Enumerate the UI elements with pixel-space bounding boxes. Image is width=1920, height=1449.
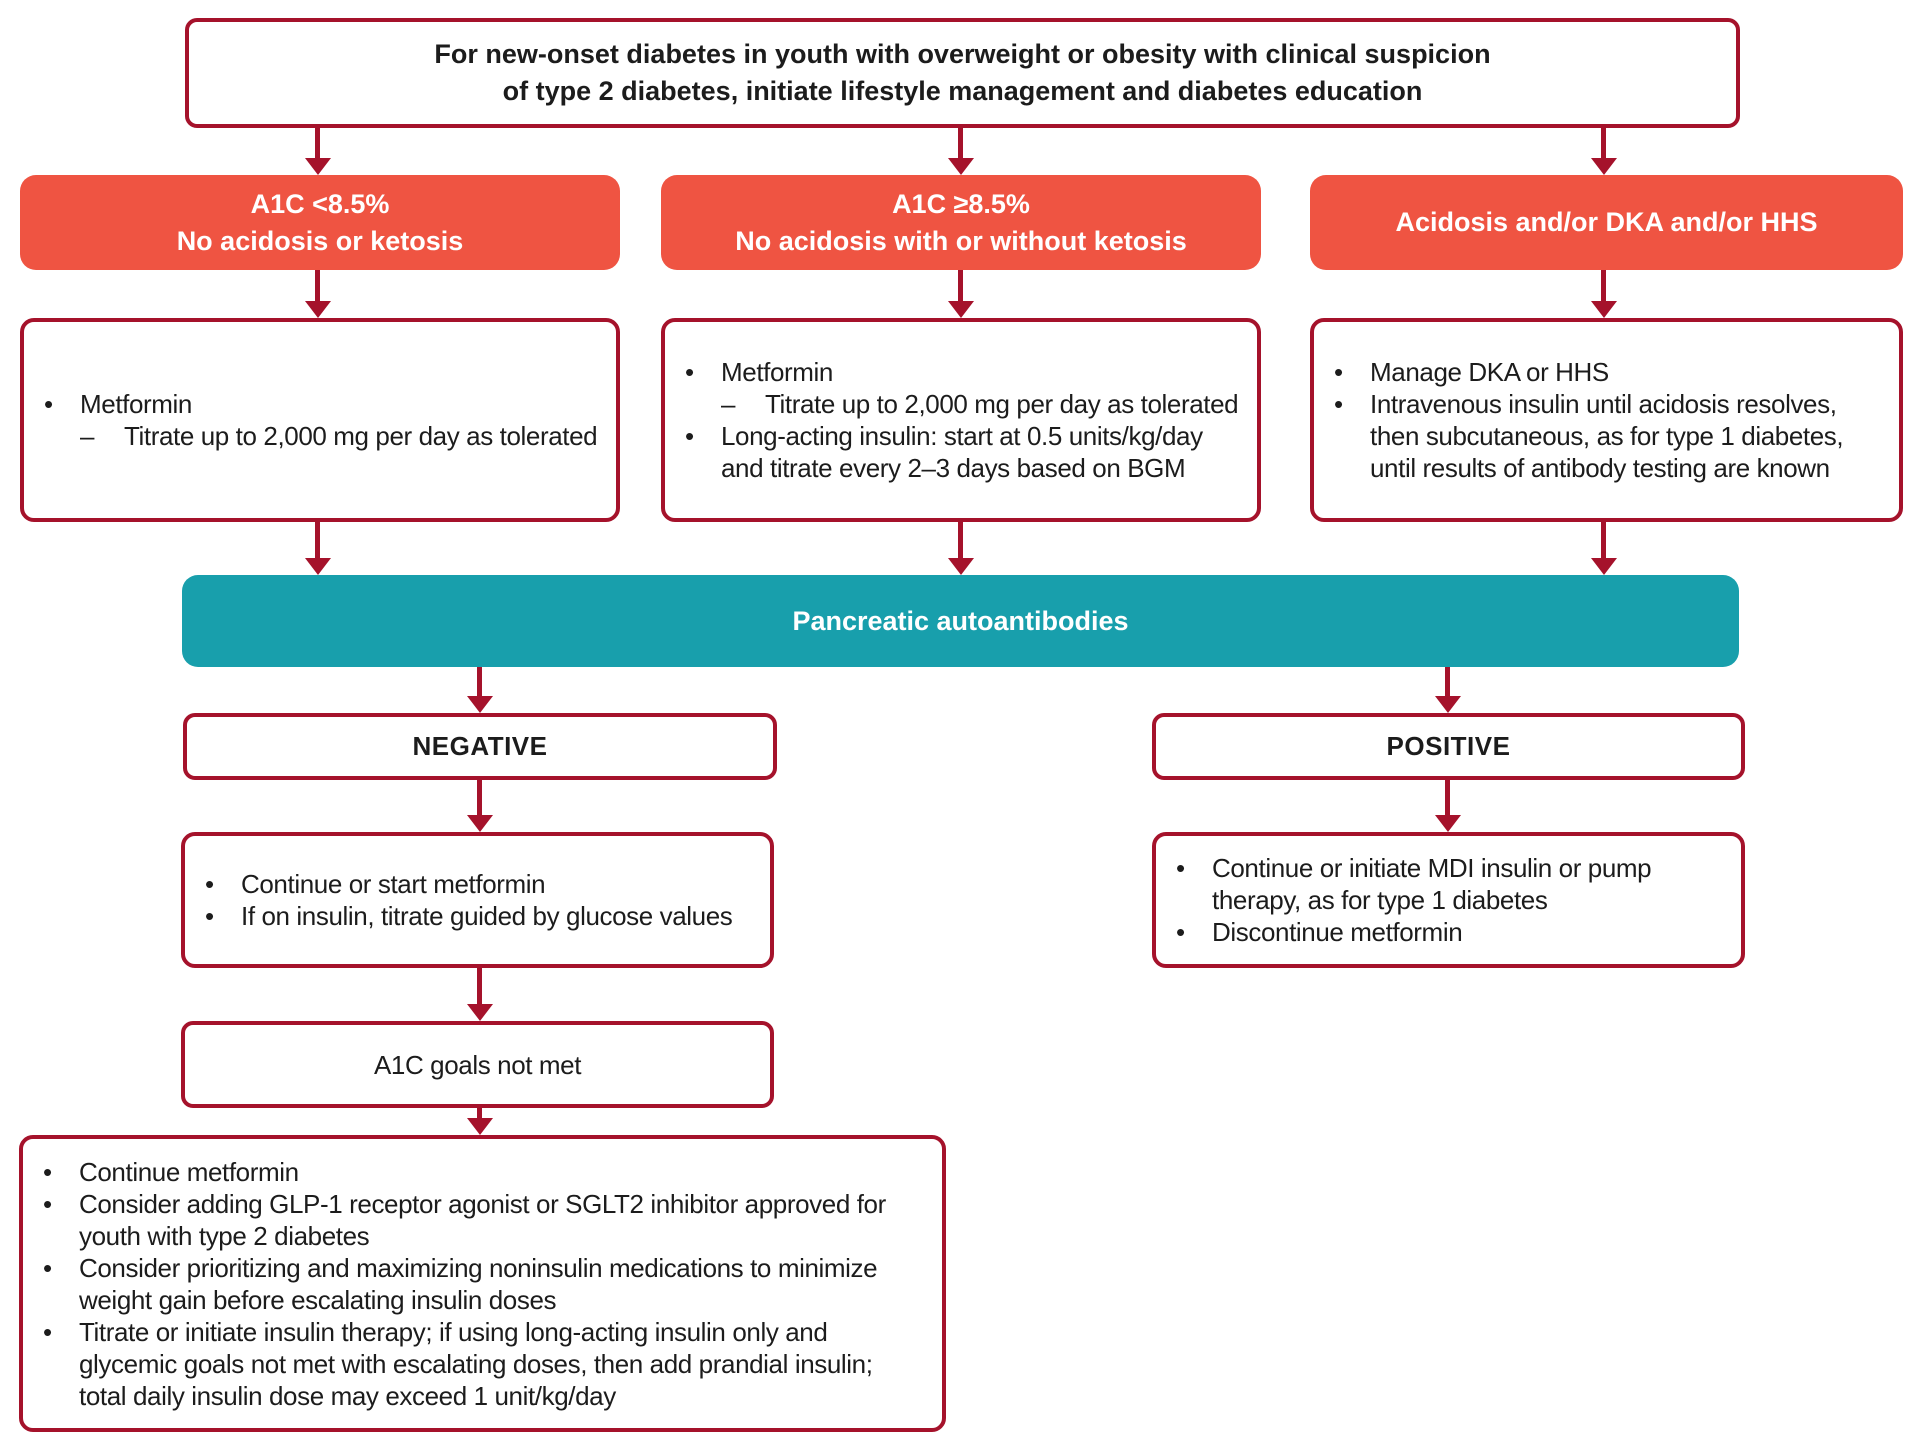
flow-arrow [958, 128, 963, 158]
bullet-marker: • [43, 1156, 52, 1187]
negative-treatment-box: • Continue or start metformin • If on in… [181, 832, 774, 968]
bullet-marker: • [685, 421, 694, 451]
top-instruction-box: For new-onset diabetes in youth with ove… [185, 18, 1740, 128]
flow-arrow [1601, 128, 1606, 158]
bullet-item: • Titrate or initiate insulin therapy; i… [43, 1316, 932, 1412]
positive-result-label: POSITIVE [1386, 731, 1511, 761]
a1c-goals-box: A1C goals not met [181, 1021, 774, 1108]
antibody-bar-label: Pancreatic autoantibodies [792, 605, 1129, 636]
bullet-item: • If on insulin, titrate guided by gluco… [205, 900, 760, 932]
flow-arrow [1445, 780, 1450, 815]
bullet-text: Manage DKA or HHS [1370, 357, 1609, 387]
treatment-box-a1c-high: • Metformin – Titrate up to 2,000 mg per… [661, 318, 1261, 522]
bullet-text: Continue or initiate MDI insulin or pump… [1212, 853, 1652, 915]
flow-arrow [958, 270, 963, 301]
flow-arrow [315, 128, 320, 158]
bullet-marker: • [205, 901, 214, 931]
bullet-item: • Consider prioritizing and maximizing n… [43, 1252, 932, 1316]
bullet-item: • Metformin [685, 356, 1247, 388]
bullet-marker: • [685, 357, 694, 387]
bullet-item: • Intravenous insulin until acidosis res… [1334, 388, 1889, 484]
bullet-item: • Consider adding GLP-1 receptor agonist… [43, 1188, 932, 1252]
treatment-box-acidosis: • Manage DKA or HHS • Intravenous insuli… [1310, 318, 1903, 522]
bullet-item: • Continue metformin [43, 1156, 932, 1188]
bullet-text: Continue or start metformin [241, 869, 546, 899]
pathway-title: A1C ≥8.5% [892, 188, 1030, 219]
bullet-marker: • [43, 1252, 52, 1283]
bullet-item: • Discontinue metformin [1176, 916, 1731, 948]
flow-arrow [477, 780, 482, 815]
bullet-text: Intravenous insulin until acidosis resol… [1370, 389, 1844, 483]
bullet-subitem: – Titrate up to 2,000 mg per day as tole… [721, 388, 1247, 420]
bullet-item: • Metformin [44, 388, 606, 420]
bullet-text: Consider prioritizing and maximizing non… [79, 1252, 878, 1315]
pathway-title: Acidosis and/or DKA and/or HHS [1395, 207, 1818, 237]
bullet-text: Continue metformin [79, 1156, 299, 1187]
a1c-goals-label: A1C goals not met [373, 1049, 582, 1080]
bullet-subitem: – Titrate up to 2,000 mg per day as tole… [80, 420, 606, 452]
pathway-box-acidosis: Acidosis and/or DKA and/or HHS [1310, 175, 1903, 270]
bullet-item: • Continue or initiate MDI insulin or pu… [1176, 852, 1731, 916]
bullet-marker: – [80, 421, 95, 451]
bullet-text: Titrate up to 2,000 mg per day as tolera… [765, 389, 1239, 419]
positive-result-box: POSITIVE [1152, 713, 1745, 780]
flow-arrow [315, 270, 320, 301]
antibody-bar: Pancreatic autoantibodies [182, 575, 1739, 667]
bullet-item: • Long-acting insulin: start at 0.5 unit… [685, 420, 1247, 484]
bullet-text: If on insulin, titrate guided by glucose… [241, 901, 733, 931]
bullet-text: Titrate up to 2,000 mg per day as tolera… [124, 421, 598, 451]
pathway-box-a1c-high: A1C ≥8.5% No acidosis with or without ke… [661, 175, 1261, 270]
bullet-marker: • [1176, 917, 1185, 947]
pathway-title: A1C <8.5% [250, 188, 390, 219]
flow-arrow [477, 968, 482, 1004]
flow-arrow [477, 1108, 482, 1118]
pathway-subtitle: No acidosis or ketosis [176, 225, 464, 256]
top-instruction-line2: of type 2 diabetes, initiate lifestyle m… [502, 76, 1423, 106]
bullet-text: Titrate or initiate insulin therapy; if … [79, 1316, 873, 1411]
bullet-text: Metformin [80, 389, 192, 419]
bullet-marker: • [1176, 853, 1185, 883]
flow-arrow [315, 522, 320, 558]
bullet-marker: • [1334, 357, 1343, 387]
top-instruction-line1: For new-onset diabetes in youth with ove… [434, 39, 1491, 69]
flow-arrow [477, 667, 482, 696]
pathway-box-a1c-low: A1C <8.5% No acidosis or ketosis [20, 175, 620, 270]
flow-arrow [1601, 522, 1606, 558]
bullet-item: • Manage DKA or HHS [1334, 356, 1889, 388]
positive-treatment-box: • Continue or initiate MDI insulin or pu… [1152, 832, 1745, 968]
bullet-marker: • [1334, 389, 1343, 419]
flow-arrow [958, 522, 963, 558]
negative-result-box: NEGATIVE [183, 713, 777, 780]
negative-result-label: NEGATIVE [412, 731, 548, 761]
bullet-marker: • [43, 1188, 52, 1219]
pathway-subtitle: No acidosis with or without ketosis [735, 225, 1187, 256]
bullet-marker: – [721, 389, 736, 419]
bullet-text: Long-acting insulin: start at 0.5 units/… [721, 421, 1203, 483]
flow-arrow [1445, 667, 1450, 696]
bullet-text: Metformin [721, 357, 833, 387]
bullet-text: Consider adding GLP-1 receptor agonist o… [79, 1188, 886, 1251]
bullet-marker: • [44, 389, 53, 419]
flow-arrow [1601, 270, 1606, 301]
escalation-box: • Continue metformin • Consider adding G… [19, 1135, 946, 1432]
bullet-marker: • [205, 869, 214, 899]
treatment-box-a1c-low: • Metformin – Titrate up to 2,000 mg per… [20, 318, 620, 522]
bullet-marker: • [43, 1316, 52, 1347]
bullet-text: Discontinue metformin [1212, 917, 1463, 947]
bullet-item: • Continue or start metformin [205, 868, 760, 900]
